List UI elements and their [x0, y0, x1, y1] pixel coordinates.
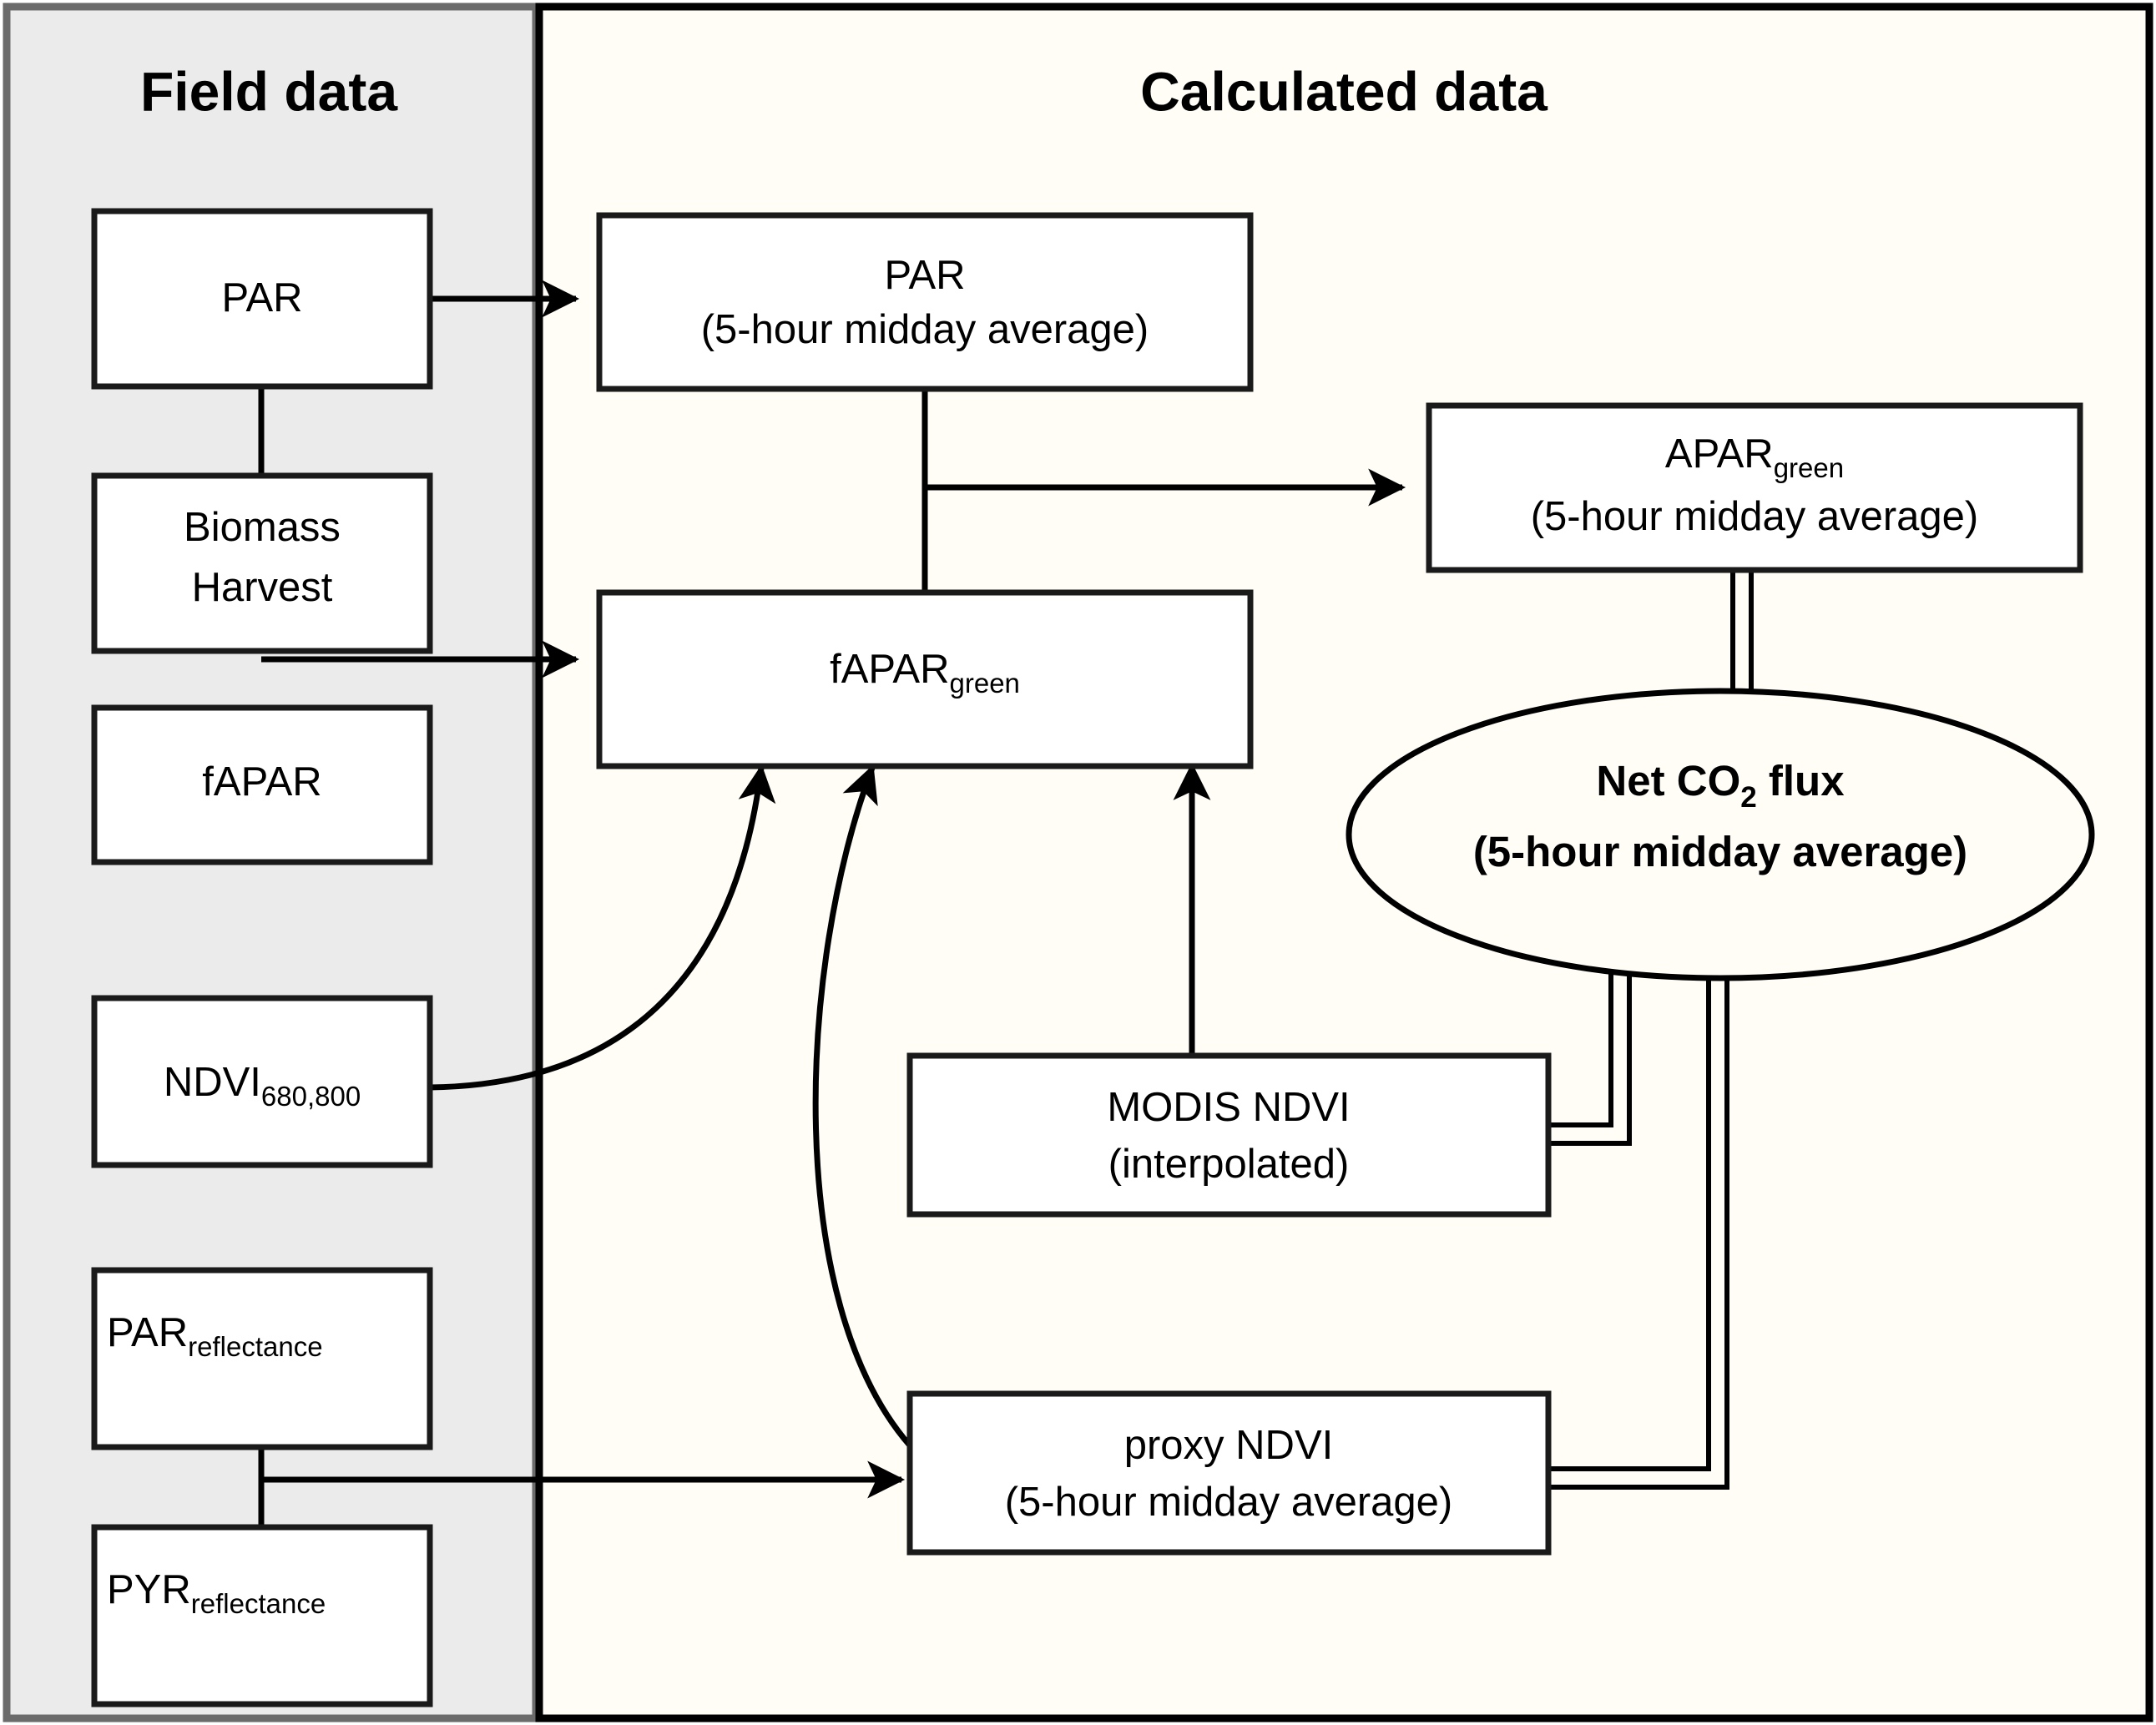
node-par-field[interactable]: PAR [91, 208, 433, 390]
node-fapar-green-subscript: green [950, 668, 1020, 699]
svg-text:PAR: PAR [221, 275, 302, 320]
svg-text:MODIS NDVI: MODIS NDVI [1107, 1085, 1350, 1130]
node-apar-green-sub: (5-hour midday average) [1531, 494, 1979, 539]
svg-text:PYRreflectance: PYRreflectance [107, 1567, 326, 1619]
node-proxy-ndvi[interactable]: proxy NDVI (5-hour midday average) [906, 1390, 1552, 1556]
node-fapar-green-label: fAPAR [830, 647, 949, 692]
node-par-reflectance-subscript: reflectance [188, 1331, 322, 1362]
edge-ndvi680800-to-fapargreen [429, 764, 776, 1091]
svg-text:(5-hour midday average): (5-hour midday average) [1473, 828, 1967, 875]
node-net-co2-flux-label-tail: flux [1757, 757, 1845, 804]
edge-proxyndvi-to-fapargreen [812, 764, 912, 1448]
svg-text:Biomass: Biomass [184, 505, 341, 550]
node-proxy-ndvi-label: proxy NDVI [1124, 1423, 1334, 1468]
node-par-calculated[interactable]: PAR (5-hour midday average) [596, 212, 1254, 392]
node-net-co2-flux-subscript: 2 [1740, 781, 1756, 814]
svg-text:NDVI680,800: NDVI680,800 [164, 1060, 361, 1112]
node-par-reflectance-label: PAR [107, 1310, 188, 1355]
node-par-reflectance[interactable]: PARreflectance [91, 1267, 433, 1450]
node-biomass-harvest[interactable]: Biomass Harvest [91, 472, 433, 654]
node-pyr-reflectance-label: PYR [107, 1567, 191, 1612]
node-par-calculated-sub: (5-hour midday average) [701, 307, 1149, 352]
node-modis-ndvi-label: MODIS NDVI [1107, 1085, 1350, 1130]
node-pyr-reflectance-subscript: reflectance [191, 1588, 326, 1619]
node-modis-ndvi[interactable]: MODIS NDVI (interpolated) [906, 1052, 1552, 1218]
edge-netco2flux-to-proxyndvi [1551, 968, 1729, 1490]
edge-reflectance-to-proxyndvi [258, 1447, 906, 1536]
node-pyr-reflectance[interactable]: PYRreflectance [91, 1524, 433, 1707]
node-apar-green-subscript: green [1774, 452, 1844, 483]
node-net-co2-flux-label: Net CO [1596, 757, 1740, 804]
node-apar-green-label: APAR [1665, 431, 1774, 477]
svg-text:proxy NDVI: proxy NDVI [1124, 1423, 1334, 1468]
svg-text:fAPARgreen: fAPARgreen [830, 647, 1020, 699]
node-fapar-green[interactable]: fAPARgreen [596, 589, 1254, 769]
panel-calculated-title: Calculated data [1140, 60, 1548, 122]
node-biomass-harvest-label-line2: Harvest [192, 565, 333, 610]
node-proxy-ndvi-sub: (5-hour midday average) [1005, 1480, 1453, 1525]
svg-text:PARreflectance: PARreflectance [107, 1310, 323, 1362]
node-apar-green[interactable]: APARgreen (5-hour midday average) [1426, 402, 2083, 573]
svg-text:PAR: PAR [884, 253, 965, 298]
node-ndvi-680-800-subscript: 680,800 [261, 1081, 361, 1112]
panel-field-title: Field data [140, 60, 398, 122]
node-fapar-field[interactable]: fAPAR [91, 704, 433, 865]
edge-parcalc-to-apargreen-and-fapargreen [921, 389, 1406, 593]
node-net-co2-flux[interactable]: Net CO2 flux (5-hour midday average) [1346, 688, 2095, 981]
svg-text:APARgreen: APARgreen [1665, 431, 1844, 483]
node-net-co2-flux-sub: (5-hour midday average) [1473, 828, 1967, 875]
node-modis-ndvi-sub: (interpolated) [1108, 1142, 1350, 1187]
svg-text:fAPAR: fAPAR [202, 759, 321, 804]
svg-text:(5-hour midday average): (5-hour midday average) [1531, 494, 1979, 539]
svg-text:(interpolated): (interpolated) [1108, 1142, 1350, 1187]
svg-text:(5-hour midday average): (5-hour midday average) [1005, 1480, 1453, 1525]
node-par-field-label: PAR [221, 275, 302, 320]
edge-netco2flux-to-modisndvi [1548, 968, 1632, 1146]
node-biomass-harvest-label-line1: Biomass [184, 505, 341, 550]
node-fapar-field-label: fAPAR [202, 759, 321, 804]
svg-text:(5-hour midday average): (5-hour midday average) [701, 307, 1149, 352]
svg-text:Harvest: Harvest [192, 565, 333, 610]
svg-text:Net CO2 flux: Net CO2 flux [1596, 757, 1844, 814]
node-ndvi-680-800[interactable]: NDVI680,800 [91, 995, 433, 1168]
node-ndvi-680-800-label: NDVI [164, 1060, 261, 1105]
node-par-calculated-label: PAR [884, 253, 965, 298]
